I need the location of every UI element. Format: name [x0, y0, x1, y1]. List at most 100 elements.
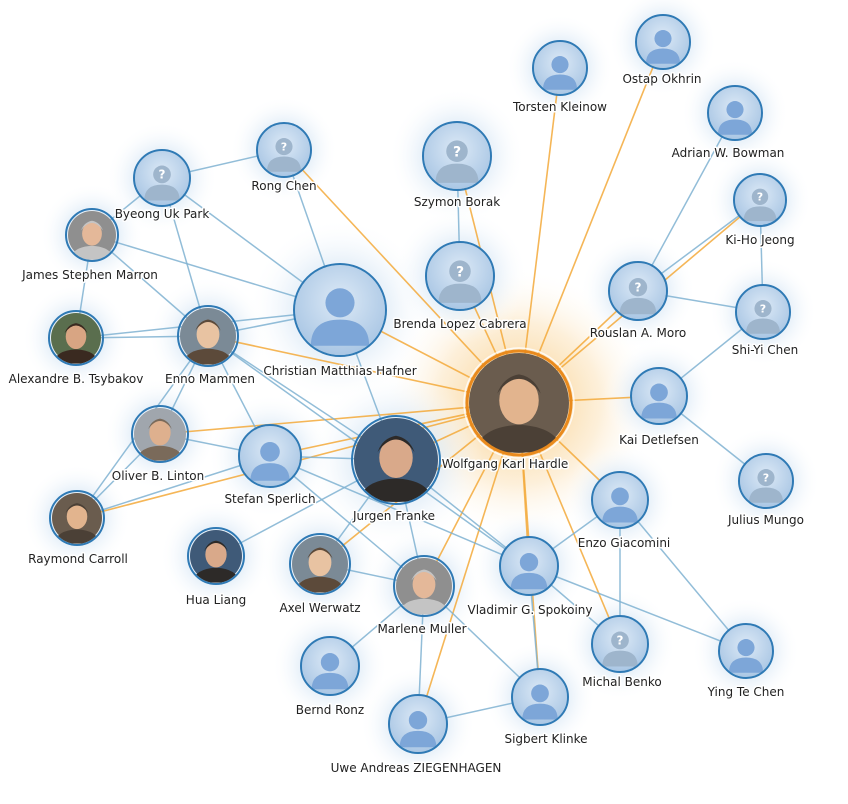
node-liang[interactable]: Hua Liang: [184, 527, 248, 609]
avatar-placeholder-icon: [513, 670, 567, 724]
node-spokoiny[interactable]: Vladimir G. Spokoiny: [466, 536, 594, 619]
node-yingte[interactable]: Ying Te Chen: [705, 623, 786, 701]
node-ring: [177, 305, 239, 367]
node-ring: [532, 40, 588, 96]
node-ring: [351, 415, 441, 505]
node-ring: [733, 173, 787, 227]
node-label: Uwe Andreas ZIEGENHAGEN: [331, 761, 502, 775]
node-kleinow[interactable]: Torsten Kleinow: [510, 40, 609, 116]
node-park[interactable]: ?Byeong Uk Park: [113, 149, 211, 223]
node-mammen[interactable]: Enno Mammen: [163, 305, 257, 388]
edge-sperlich-muller: [269, 455, 425, 587]
node-label: Hua Liang: [186, 593, 246, 607]
node-hardle[interactable]: Wolfgang Karl Hardle: [440, 347, 575, 473]
node-sperlich[interactable]: Stefan Sperlich: [223, 424, 317, 508]
node-jeong[interactable]: ?Ki-Ho Jeong: [724, 173, 796, 249]
node-label: Rong Chen: [251, 179, 316, 193]
node-muller[interactable]: Marlene Muller: [376, 555, 468, 638]
node-moro[interactable]: ?Rouslan A. Moro: [588, 261, 688, 342]
node-label: Kai Detlefsen: [619, 433, 699, 447]
avatar-placeholder-icon: [240, 426, 300, 486]
node-werwatz[interactable]: Axel Werwatz: [278, 533, 362, 617]
node-tsybakov[interactable]: Alexandre B. Tsybakov: [7, 310, 145, 388]
node-bowman[interactable]: Adrian W. Bowman: [670, 85, 786, 162]
node-label: Marlene Muller: [377, 622, 466, 636]
avatar-placeholder-icon: [424, 123, 490, 189]
node-label: Jurgen Franke: [352, 509, 435, 523]
node-label: Ki-Ho Jeong: [725, 233, 794, 247]
avatar-placeholder-icon: [593, 473, 647, 527]
node-label: James Stephen Marron: [21, 268, 158, 282]
edge-hardle-okhrin: [518, 41, 664, 404]
avatar-photo: [68, 211, 116, 260]
avatar-photo: [469, 353, 569, 453]
avatar-placeholder-icon: [534, 42, 586, 94]
node-label: Shi-Yi Chen: [732, 343, 799, 357]
node-label: Stefan Sperlich: [224, 492, 315, 506]
node-franke[interactable]: Jurgen Franke: [350, 415, 441, 525]
node-label: Alexandre B. Tsybakov: [9, 372, 144, 386]
avatar-placeholder-icon: [735, 175, 785, 225]
node-ring: [707, 85, 763, 141]
node-rongchen[interactable]: ?Rong Chen: [250, 122, 318, 195]
node-ring: [499, 536, 559, 596]
edge-hardle-linton: [159, 402, 520, 435]
node-marron[interactable]: James Stephen Marron: [20, 208, 159, 284]
node-label: Raymond Carroll: [28, 552, 128, 566]
node-label: Enno Mammen: [165, 372, 255, 386]
node-label: Szymon Borak: [414, 195, 500, 209]
node-ring: [388, 694, 448, 754]
edge-giacomini-yingte: [619, 499, 747, 652]
avatar-placeholder-icon: [610, 263, 666, 319]
node-label: Christian Matthias Hafner: [263, 364, 416, 378]
node-label: Torsten Kleinow: [512, 100, 607, 114]
node-ring: [422, 121, 492, 191]
node-ring: [591, 471, 649, 529]
node-shiyi[interactable]: ? Shi-Yi Chen: [730, 284, 800, 359]
node-label: Vladimir G. Spokoiny: [467, 603, 592, 617]
node-ring: [187, 527, 245, 585]
unknown-question-icon: ?: [760, 303, 766, 316]
avatar-photo: [134, 408, 186, 461]
avatar-placeholder-icon: [637, 16, 689, 68]
node-label: Enzo Giacomini: [578, 536, 671, 550]
node-linton[interactable]: Oliver B. Linton: [110, 405, 206, 485]
node-klinke[interactable]: Sigbert Klinke: [503, 668, 589, 748]
node-mungo[interactable]: ?Julius Mungo: [725, 453, 806, 529]
avatar-placeholder-icon: [501, 538, 557, 594]
node-borak[interactable]: ? Szymon Borak: [412, 121, 502, 211]
node-cabrera[interactable]: ?Brenda Lopez Cabrera: [392, 241, 528, 333]
node-carroll[interactable]: Raymond Carroll: [27, 490, 129, 568]
avatar-placeholder-icon: [295, 265, 385, 355]
unknown-question-icon: ?: [635, 281, 642, 295]
node-ziegenhagen[interactable]: Uwe Andreas ZIEGENHAGEN: [329, 694, 503, 777]
avatar-placeholder-icon: [302, 638, 358, 694]
avatar-placeholder-icon: [258, 124, 310, 176]
node-benko[interactable]: ?Michal Benko: [581, 615, 663, 691]
node-ring: [293, 263, 387, 357]
node-ronz[interactable]: Bernd Ronz: [294, 636, 366, 719]
node-label: Oliver B. Linton: [112, 469, 204, 483]
edge-hardle-ziegenhagen: [417, 402, 520, 725]
node-detlefsen[interactable]: Kai Detlefsen: [618, 367, 700, 449]
node-ring: [738, 453, 794, 509]
node-giacomini[interactable]: Enzo Giacomini: [576, 471, 672, 552]
node-ring: [393, 555, 455, 617]
avatar-placeholder-icon: [740, 455, 792, 507]
avatar-placeholder-icon: [390, 696, 446, 752]
unknown-question-icon: ?: [453, 145, 461, 161]
edge-hardle-rongchen: [283, 149, 520, 404]
node-ring: [65, 208, 119, 262]
node-ring: [735, 284, 791, 340]
node-okhrin[interactable]: Ostap Okhrin: [621, 14, 703, 88]
avatar-photo: [52, 493, 102, 544]
avatar-placeholder-icon: [593, 617, 647, 671]
node-label: Bernd Ronz: [296, 703, 364, 717]
node-label: Wolfgang Karl Hardle: [442, 457, 569, 471]
avatar-placeholder-icon: [632, 369, 686, 423]
avatar-placeholder-icon: [737, 286, 789, 338]
edge-bowman-moro: [637, 112, 736, 292]
node-ring: [289, 533, 351, 595]
node-hafner[interactable]: Christian Matthias Hafner: [262, 263, 418, 380]
